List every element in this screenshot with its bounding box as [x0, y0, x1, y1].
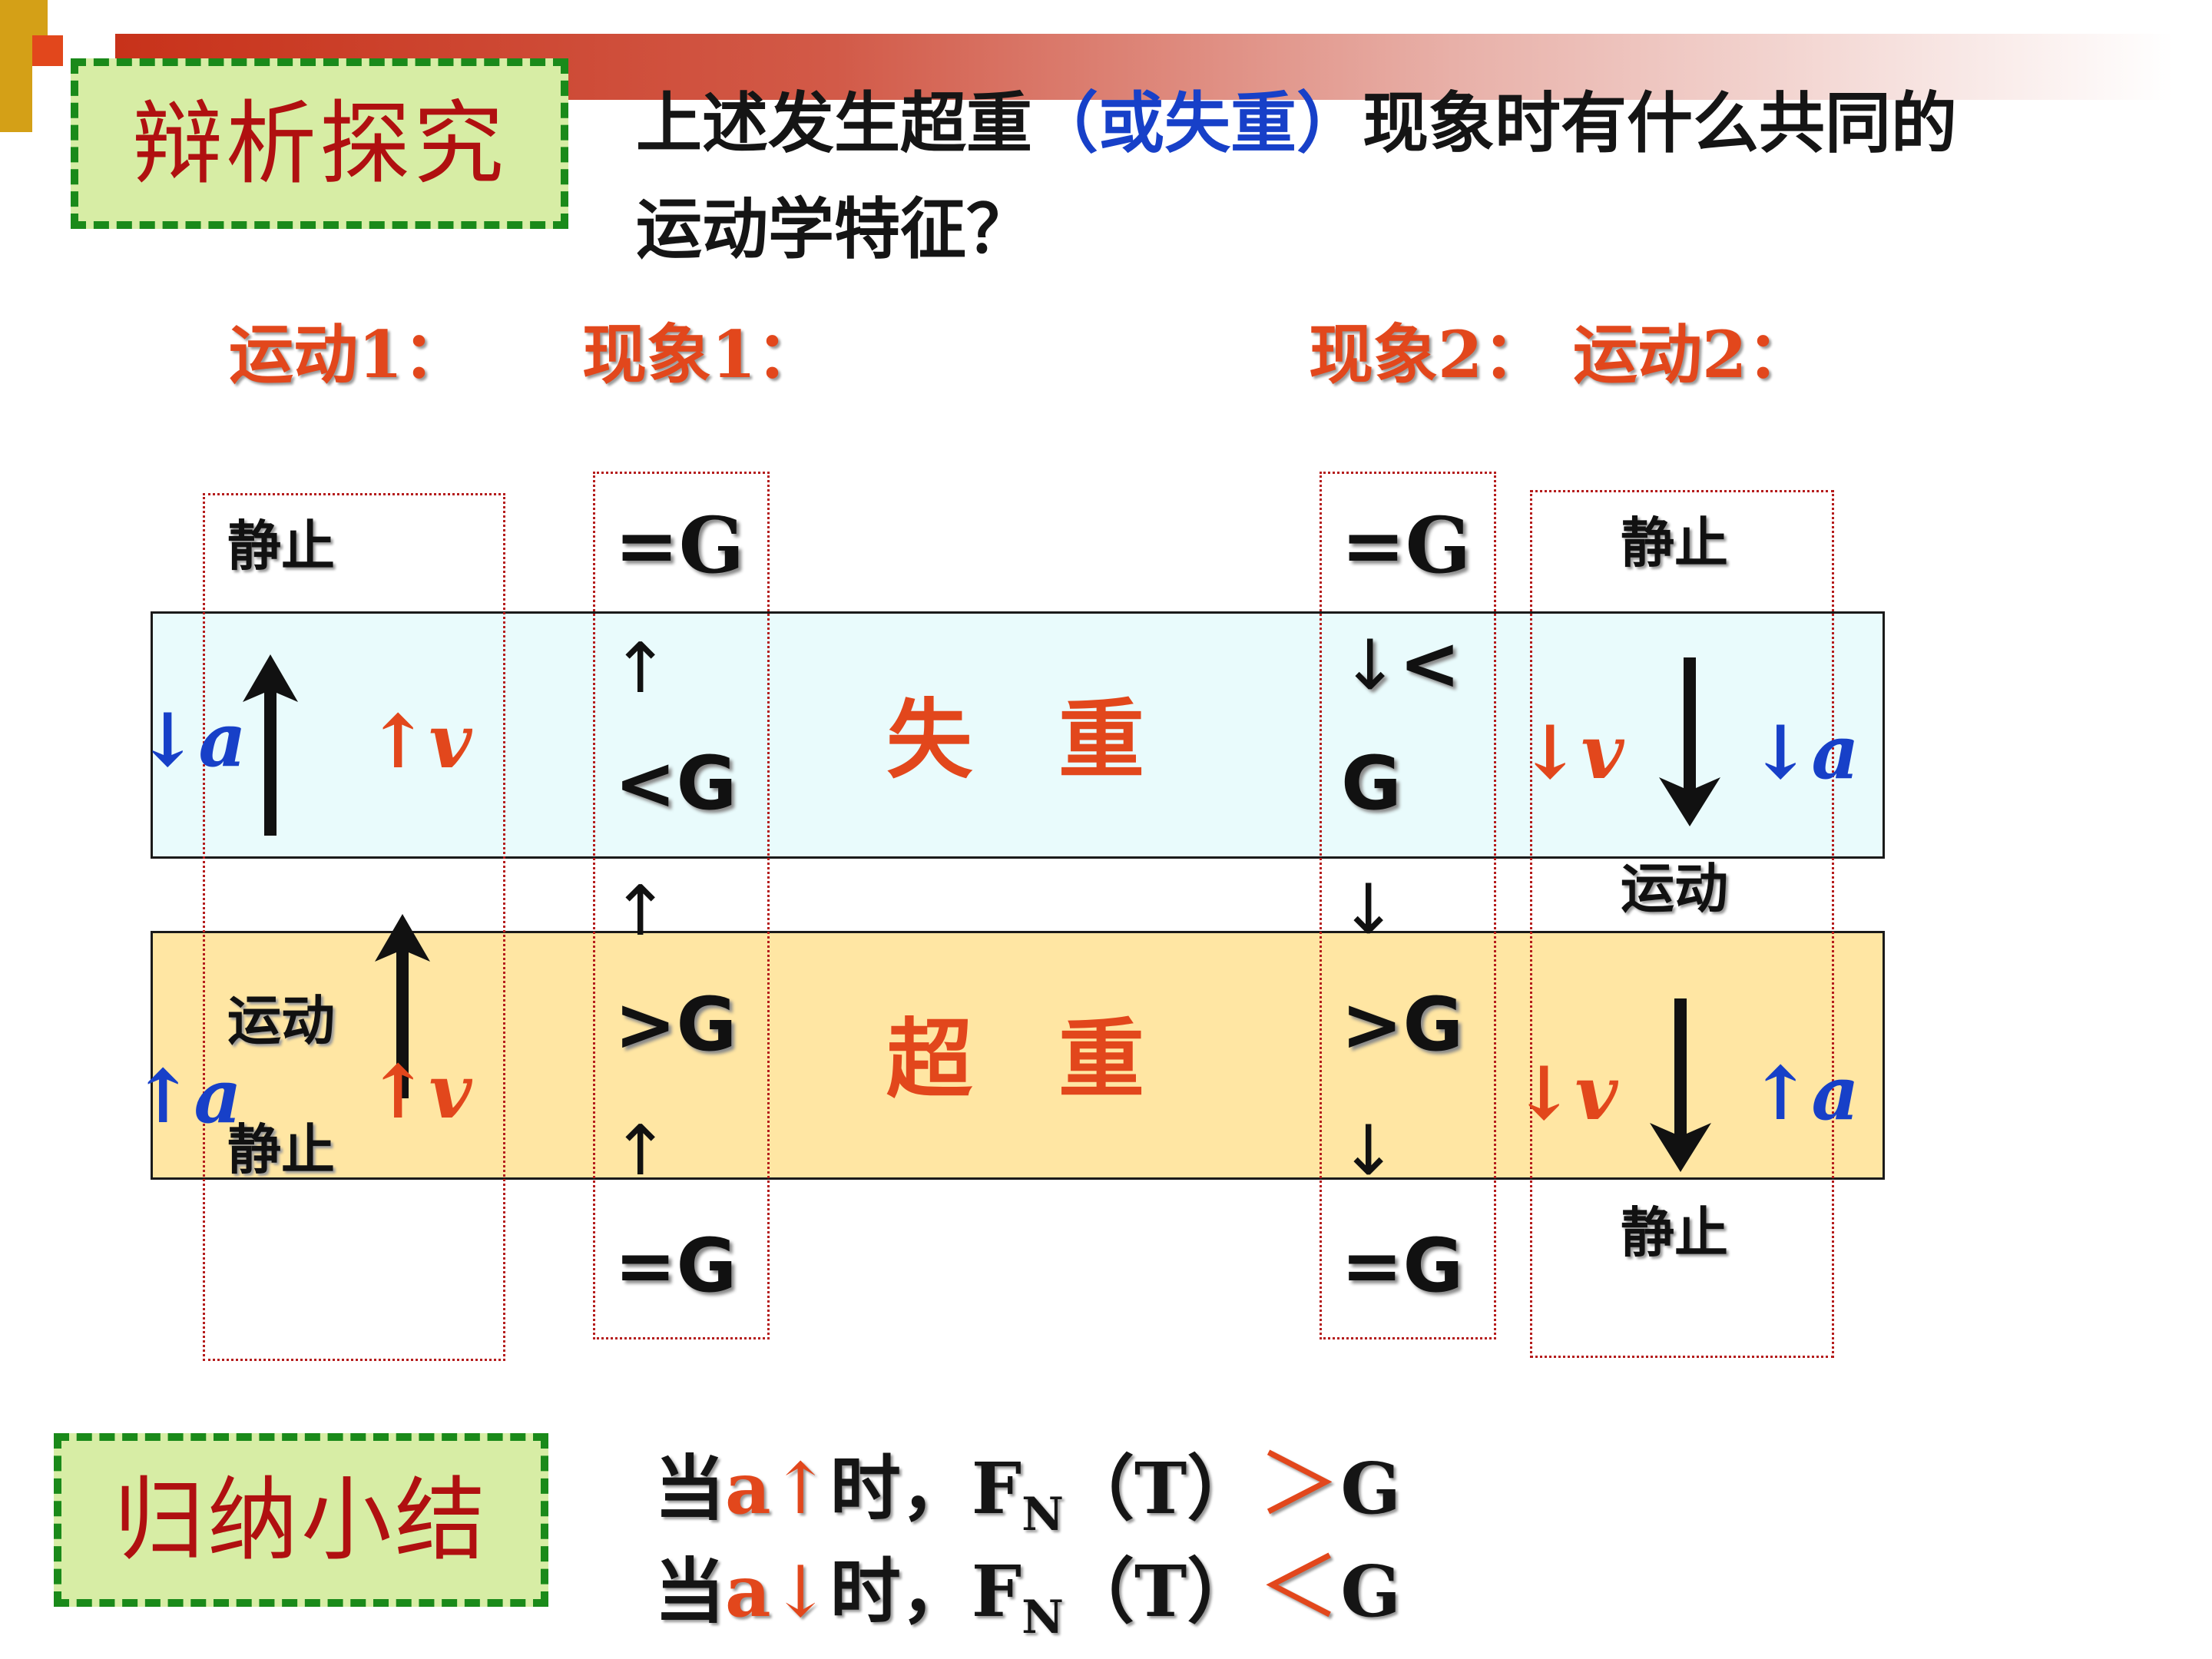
down-arrow-icon [1650, 998, 1711, 1172]
motion-1-rest-bottom: 静止 [227, 1118, 335, 1181]
phenomenon-2-equal-top: =G [1341, 500, 1472, 591]
up-arrow-icon [375, 914, 430, 1098]
accel-up-label: ↑a [132, 1053, 242, 1140]
header-motion-2: 运动2： [1573, 316, 1812, 392]
arrow-up-icon: ↑ [611, 628, 670, 709]
corner-square [32, 35, 63, 66]
weightless-band [151, 611, 1885, 859]
question-part-2: （或失重） [1032, 85, 1363, 162]
overweight-band [151, 931, 1885, 1180]
phenomenon-2-equal-bottom: =G [1341, 1223, 1464, 1309]
motion-2-rest-bottom: 静止 [1621, 1201, 1728, 1264]
phenomenon-2-column [1320, 472, 1496, 1339]
arrow-down-icon: ↓ [1339, 869, 1398, 950]
phenomenon-2-less-b: G [1341, 740, 1402, 826]
arrow-down-icon: ↓ [770, 1551, 830, 1633]
arrow-up-icon: ↑ [770, 1448, 830, 1530]
topic-badge: 辩析探究 [71, 58, 568, 229]
header-phenomenon-1: 现象1： [582, 316, 821, 392]
phenomenon-2-greater: >G [1341, 982, 1464, 1068]
up-arrow-icon [243, 654, 298, 836]
phenomenon-1-greater: >G [614, 982, 737, 1068]
summary-badge: 归纳小结 [54, 1433, 548, 1607]
question-line-1: 上述发生超重（或失重）现象时有什么共同的 [636, 91, 1957, 157]
header-phenomenon-2: 现象2： [1309, 316, 1548, 392]
phenomenon-1-equal-top: =G [614, 500, 745, 591]
header-motion-1: 运动1： [229, 316, 468, 392]
motion-2-column [1530, 490, 1834, 1358]
motion-2-rest-top: 静止 [1621, 512, 1728, 575]
summary-line-2: 当a↓时，FN（T）＜G [654, 1540, 1401, 1644]
question-line-2: 运动学特征？ [636, 191, 1032, 268]
motion-1-rest-top: 静止 [227, 515, 335, 578]
arrow-up-icon: ↑ [611, 871, 670, 952]
phenomenon-1-less: <G [614, 740, 737, 826]
phenomenon-2-less-a: ↓< [1341, 621, 1461, 707]
arrow-up-icon: ↑ [611, 1111, 670, 1191]
motion-1-moving: 运动 [227, 989, 335, 1052]
arrow-down-icon: ↓ [1339, 1111, 1398, 1191]
accel-down-label: ↓a [1750, 709, 1859, 796]
velocity-up-label: ↑v [367, 698, 472, 785]
question-part-1: 上述发生超重 [636, 85, 1032, 162]
overweight-label: 超 重 [886, 1010, 1144, 1110]
arrow-down-icon: ↓ [1341, 625, 1399, 706]
summary-line-1: 当a↑时，FN（T）＞G [654, 1437, 1401, 1541]
accel-down-label: ↓a [137, 697, 247, 783]
phenomenon-1-equal-bottom: =G [614, 1223, 737, 1309]
velocity-down-label: ↓v [1513, 1050, 1618, 1137]
motion-2-moving: 运动 [1621, 857, 1728, 920]
weightless-label: 失 重 [886, 690, 1144, 790]
velocity-down-label: ↓v [1519, 709, 1624, 796]
accel-up-label: ↑a [1750, 1050, 1859, 1137]
down-arrow-icon [1659, 657, 1720, 826]
phenomenon-1-column [593, 472, 770, 1339]
corner-decoration [0, 48, 32, 132]
motion-1-column [203, 493, 505, 1361]
question-part-3: 现象时有什么共同的 [1363, 85, 1957, 162]
velocity-up-label: ↑v [367, 1048, 472, 1135]
